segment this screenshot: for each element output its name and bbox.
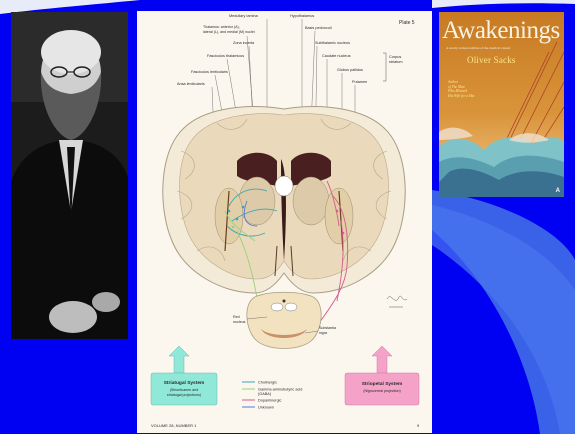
legend-gaba-abbr: (GABA) <box>258 392 272 396</box>
label-thalamus-1: Thalamus: anterior (A), <box>203 25 240 29</box>
label-subthalamic-nucleus: Subthalamic nucleus <box>315 41 350 45</box>
striatugal-subtitle-2: striatugal projections) <box>167 393 201 397</box>
striopetal-subtitle: (Nigrocereal projection) <box>363 389 400 393</box>
label-fasciculus-lenticularis: Fasciculus lenticularis <box>191 70 228 74</box>
book-title: Awakenings <box>442 18 562 44</box>
label-basis-pedunculi: Basis pedunculi <box>305 26 332 30</box>
label-ansa-lenticularis: Ansa lenticularis <box>177 82 205 86</box>
label-fasciculus-thalamicus: Fasciculus thalamicus <box>207 54 244 58</box>
publisher-logo: A <box>556 188 560 194</box>
plate-footer-left: VOLUME 28, NUMBER 1 <box>151 423 197 428</box>
plate-number: Plate 5 <box>399 20 415 26</box>
label-putamen: Putamen <box>352 80 367 84</box>
legend-dopaminergic: Dopaminergic <box>258 399 282 403</box>
portrait-photo <box>11 12 128 339</box>
brain-coronal-section <box>163 107 405 293</box>
striatugal-title: Striatugal System <box>164 380 205 386</box>
label-zona-incerta: Zona incerta <box>233 41 255 45</box>
book-author: Oliver Sacks <box>467 55 516 65</box>
book-blurb-line: His Wife for a Hat <box>448 94 488 99</box>
label-red-nucleus-2: nucleus <box>233 320 246 324</box>
label-globus-pallidus: Globus pallidus <box>337 68 363 72</box>
label-substantia-nigra-2: nigra <box>319 331 327 335</box>
striatugal-subtitle-1: (Strionfuanen and <box>170 388 199 392</box>
portrait-illustration <box>11 12 128 339</box>
legend-cholinergic: Cholinergic <box>258 381 277 385</box>
label-corpus-striatum-2: striatum <box>389 60 403 64</box>
anatomy-plate: Plate 5 Medullary lamina Hypothalamus Th… <box>137 11 432 433</box>
label-red-nucleus-1: Red <box>233 315 240 319</box>
label-thalamus-2: lateral (L), and medial (M) nuclei <box>203 30 255 34</box>
label-medullary-lamina: Medullary lamina <box>229 14 259 18</box>
label-hypothalamus: Hypothalamus <box>290 14 314 18</box>
book-blurb: Author of The Man Who Mistook His Wife f… <box>448 80 488 98</box>
book-cover: Awakenings A newly revised edition of th… <box>439 12 564 197</box>
label-caudate-nucleus: Caudate nucleus <box>322 54 351 58</box>
striopetal-title: Striopetal System <box>362 381 403 387</box>
plate-illustration: Plate 5 Medullary lamina Hypothalamus Th… <box>137 11 432 433</box>
legend-unknown: Unknown <box>258 406 274 410</box>
label-corpus-striatum-1: Corpus <box>389 55 401 59</box>
midbrain-section <box>247 292 321 348</box>
book-subtitle: A newly revised edition of the medical c… <box>446 46 558 50</box>
legend-gaba: Gamma-aminobutyric acid <box>258 388 302 392</box>
label-substantia-nigra-1: Substantia <box>319 326 336 330</box>
